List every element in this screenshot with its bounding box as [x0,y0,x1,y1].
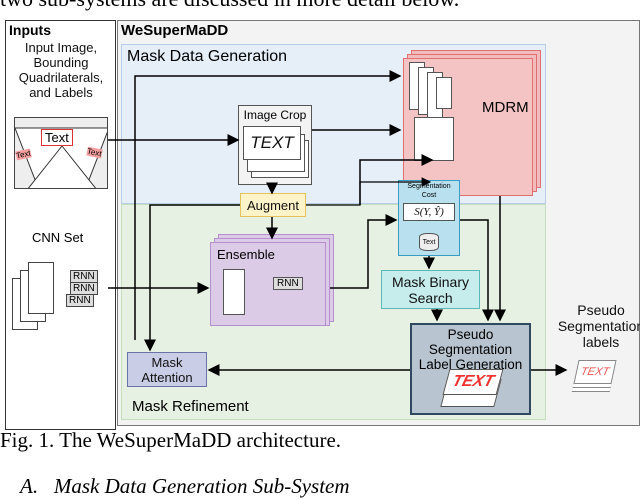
mdrm-block: MDRM [403,58,533,196]
segmentation-cost-block: Segmentation Cost S(Y, Ŷ) Text [398,180,460,256]
connection-arrows [108,70,568,376]
cnn-set-label: CNN Set [32,230,84,245]
database-icon: Text [419,233,439,251]
thumb-text-label: Text [41,129,73,146]
arrow-augment-to-attention [144,204,240,352]
image-crop-text: TEXT [243,126,301,160]
cnn-set-stack: RNN RNN RNN [12,252,107,332]
mask-refinement-title: Mask Refinement [132,398,249,415]
ensemble-rnn-label: RNN [273,277,303,290]
inputs-title: Inputs [9,22,51,38]
next-section-heading: A. Mask Data Generation Sub-System [20,474,350,498]
mask-data-generation-title: Mask Data Generation [127,48,288,65]
inputs-description: Input Image, Bounding Quadrilaterals, an… [18,40,104,100]
segmentation-formula: S(Y, Ŷ) [403,203,455,221]
cnn-rnn-label-3: RNN [66,294,94,307]
image-crop-block: Image Crop TEXT [238,105,312,185]
input-image-thumbnail: Text Text Text [14,117,108,189]
ensemble-label: Ensemble [217,247,275,262]
figure-caption: Fig. 1. The WeSuperMaDD architecture. [0,428,342,452]
mask-attention-block: Mask Attention [127,352,207,387]
image-crop-label: Image Crop [243,108,307,122]
arrow-to-mdrm [134,70,402,340]
arrow-ensemble-to-cost [330,214,398,289]
mask-binary-search-block: Mask Binary Search [381,270,480,309]
pseudo-label-generation-label: Pseudo Segmentation Label Generation [418,327,523,372]
pseudo-labels-output-label: Pseudo Segmentation labels [557,302,640,350]
arrow-cost-to-pseudo [460,219,494,322]
mdrm-label: MDRM [482,99,529,116]
system-title: WeSuperMaDD [121,22,229,39]
ensemble-block: Ensemble RNN [210,242,326,326]
inputs-panel [5,20,116,430]
pseudo-label-generation-block: Pseudo Segmentation Label Generation TEX… [410,323,531,415]
body-text-top: two sub-systems are discussed in more de… [0,0,459,12]
